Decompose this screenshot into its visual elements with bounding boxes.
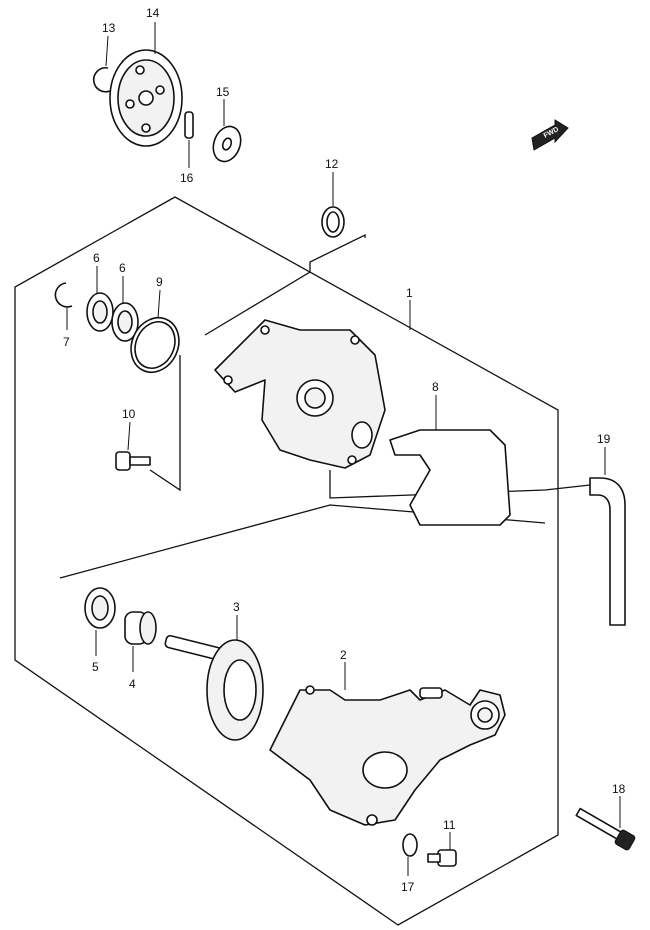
- part-14-oring: [321, 172, 345, 238]
- part-18-pin: [184, 111, 194, 168]
- part-3-impeller: [164, 615, 264, 741]
- callout-5: 5: [92, 660, 99, 674]
- callout-15: 13: [102, 21, 116, 35]
- divider-upper: [204, 233, 366, 336]
- divider-bolt: [149, 355, 181, 492]
- callout-17: 15: [216, 85, 230, 99]
- callout-1: 1: [406, 286, 413, 300]
- callout-10: 10: [122, 407, 136, 421]
- callout-12: 17: [401, 880, 415, 894]
- callout-3: 3: [233, 600, 240, 614]
- part-19-hose: [589, 447, 626, 626]
- callout-8: 8: [432, 380, 439, 394]
- part-16-gear: [109, 22, 183, 147]
- callout-4: 4: [129, 677, 136, 691]
- part-10-bolt: [115, 421, 151, 471]
- part-9-oring: [130, 289, 180, 373]
- part-4-mechanical-seal: [124, 611, 157, 672]
- part-2-pump-body: [269, 662, 506, 826]
- callout-19: 19: [597, 432, 611, 446]
- callout-14: 12: [325, 157, 339, 171]
- callout-16: 14: [146, 6, 160, 20]
- callout-7: 7: [63, 335, 70, 349]
- callout-13: 18: [612, 782, 626, 796]
- callout-6a: 6: [93, 251, 100, 265]
- part-8-gasket: [389, 395, 511, 526]
- part-1-housing: [214, 300, 411, 469]
- callout-2: 2: [340, 648, 347, 662]
- part-5-seal: [84, 587, 116, 656]
- callout-9: 9: [156, 275, 163, 289]
- callout-18: 16: [180, 171, 194, 185]
- part-6-bearings: [86, 266, 139, 342]
- callout-6b: 6: [119, 261, 126, 275]
- assembly-boundary: [14, 196, 559, 926]
- callout-11: 11: [443, 818, 456, 832]
- part-7-circlip: [54, 282, 73, 330]
- part-15-circlip: [92, 35, 113, 93]
- part-12-washer: [402, 833, 418, 876]
- fwd-arrow-icon: FWD: [531, 119, 569, 151]
- part-17-washer: [212, 99, 242, 163]
- part-13-long-bolt: [575, 796, 636, 851]
- part-11-bolt: [427, 832, 457, 867]
